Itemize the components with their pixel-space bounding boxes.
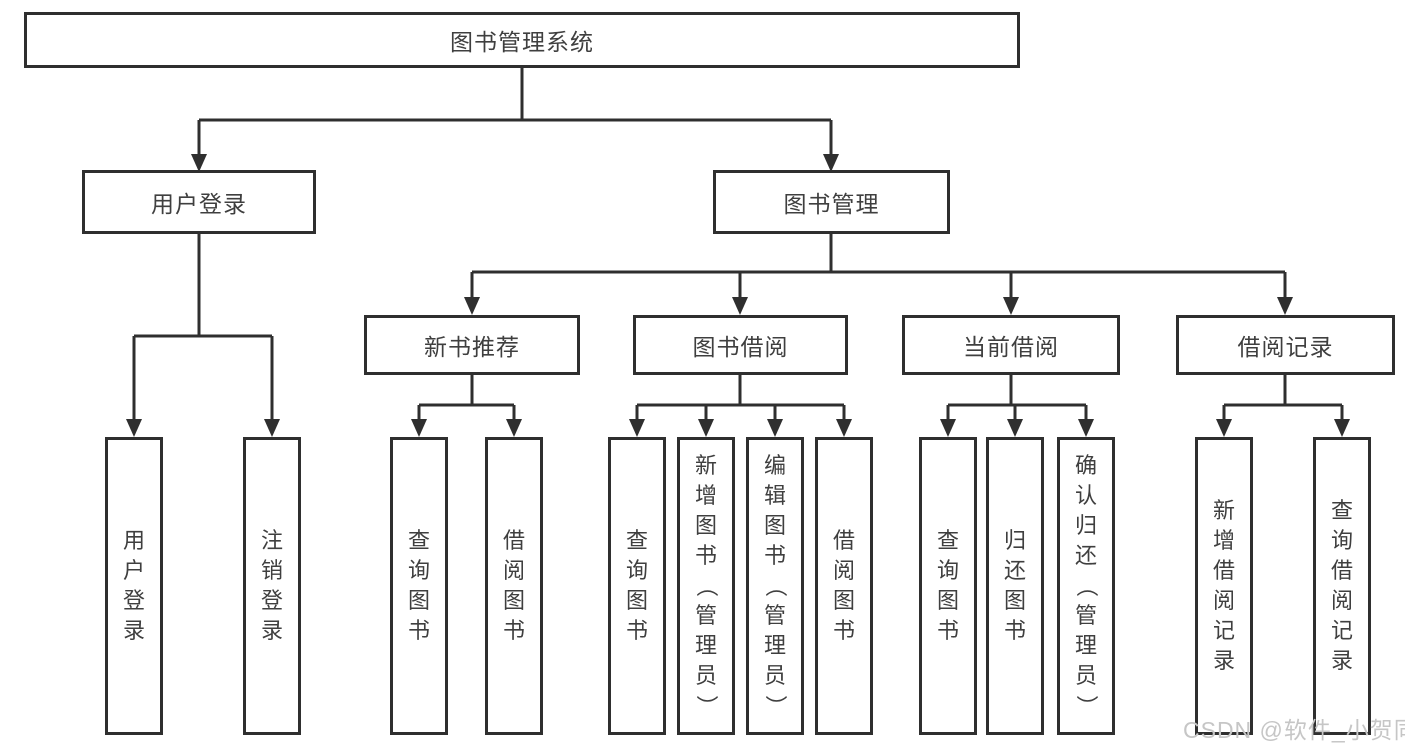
leaf-query-borrow-record-label: 查询借阅记录: [1330, 498, 1353, 673]
leaf-borrow-books-1: 借阅图书: [485, 437, 543, 735]
leaf-borrow-books-2: 借阅图书: [815, 437, 873, 735]
node-library-system-label: 图书管理系统: [450, 29, 594, 55]
node-book-borrow-label: 图书借阅: [692, 334, 789, 360]
leaf-logout-label: 注销登录: [260, 528, 283, 643]
connector-bookmgmt-to-level3: [464, 234, 1293, 315]
node-current-borrow-label: 当前借阅: [963, 334, 1059, 360]
node-current-borrow: 当前借阅: [902, 315, 1120, 375]
node-book-borrow: 图书借阅: [633, 315, 848, 375]
node-borrow-records: 借阅记录: [1176, 315, 1395, 375]
leaf-user-login-label: 用户登录: [122, 528, 145, 643]
leaf-add-books-admin: 新增图书（管理员）: [677, 437, 735, 735]
leaf-return-books-label: 归还图书: [1003, 528, 1026, 643]
node-new-book-recommend: 新书推荐: [364, 315, 580, 375]
leaf-confirm-return-admin: 确认归还（管理员）: [1057, 437, 1115, 735]
leaf-add-borrow-record-label: 新增借阅记录: [1212, 498, 1235, 673]
csdn-watermark: CSDN @软件_小贺同学: [1183, 717, 1405, 743]
leaf-query-books-2: 查询图书: [608, 437, 666, 735]
leaf-query-books-1-label: 查询图书: [407, 528, 430, 643]
connector-currentborrow-children: [940, 375, 1094, 437]
node-user-login-label: 用户登录: [151, 191, 247, 217]
leaf-add-borrow-record: 新增借阅记录: [1195, 437, 1253, 735]
connector-bookborrow-children: [629, 375, 852, 437]
connector-userlogin-children: [126, 234, 280, 437]
leaf-query-books-2-label: 查询图书: [625, 528, 648, 643]
node-book-management-label: 图书管理: [783, 191, 880, 217]
node-library-system: 图书管理系统: [24, 12, 1020, 68]
leaf-query-books-1: 查询图书: [390, 437, 448, 735]
leaf-borrow-books-1-label: 借阅图书: [502, 528, 525, 643]
node-borrow-records-label: 借阅记录: [1237, 334, 1334, 360]
leaf-edit-books-admin-label: 编辑图书（管理员）: [762, 453, 788, 718]
leaf-borrow-books-2-label: 借阅图书: [832, 528, 855, 643]
leaf-query-books-3: 查询图书: [919, 437, 977, 735]
leaf-edit-books-admin: 编辑图书（管理员）: [746, 437, 804, 735]
node-user-login: 用户登录: [82, 170, 316, 234]
leaf-user-login: 用户登录: [105, 437, 163, 735]
connector-borrowrecords-children: [1216, 375, 1350, 437]
leaf-confirm-return-admin-label: 确认归还（管理员）: [1073, 453, 1099, 718]
connector-root-to-level2: [191, 68, 839, 172]
leaf-query-borrow-record: 查询借阅记录: [1313, 437, 1371, 735]
node-book-management: 图书管理: [713, 170, 950, 234]
node-new-book-recommend-label: 新书推荐: [424, 334, 520, 360]
leaf-logout: 注销登录: [243, 437, 301, 735]
leaf-query-books-3-label: 查询图书: [936, 528, 959, 643]
leaf-return-books: 归还图书: [986, 437, 1044, 735]
connector-newbooks-children: [411, 375, 522, 437]
leaf-add-books-admin-label: 新增图书（管理员）: [693, 453, 719, 718]
